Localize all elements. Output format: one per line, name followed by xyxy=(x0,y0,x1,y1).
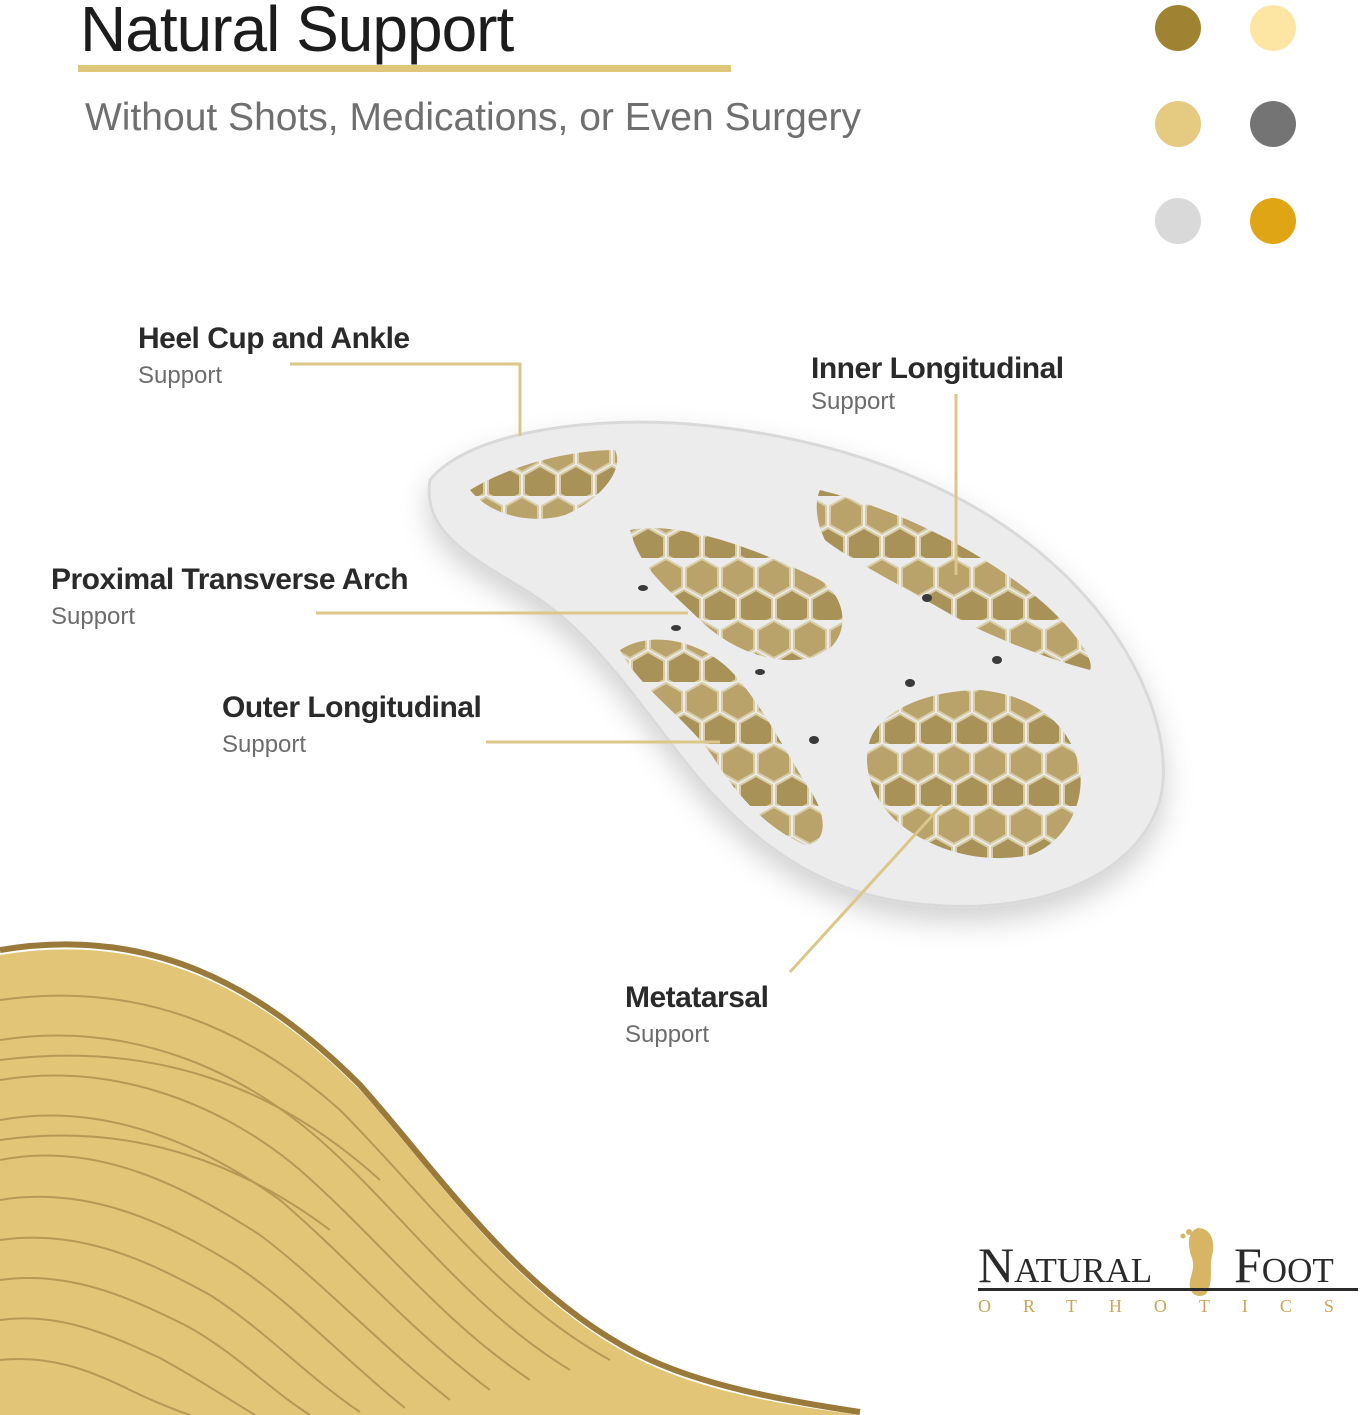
logo-divider xyxy=(978,1288,1358,1291)
callout-title: Metatarsal xyxy=(625,981,769,1014)
foot-icon xyxy=(1180,1228,1214,1296)
callout-heel-cup: Heel Cup and Ankle Support xyxy=(138,322,410,390)
logo-word-natural: Natural xyxy=(978,1237,1153,1293)
callout-subtitle: Support xyxy=(625,1021,710,1048)
callout-title: Outer Longitudinal xyxy=(222,691,482,724)
callout-subtitle: Support xyxy=(51,603,136,630)
callout-metatarsal: Metatarsal Support xyxy=(625,981,769,1049)
swatch-light-gray[interactable] xyxy=(1155,198,1201,244)
brand-logo[interactable]: Natural Foot ORTHOTICS xyxy=(978,1228,1360,1326)
callout-subtitle: Support xyxy=(138,362,223,389)
logo-word-foot: Foot xyxy=(1234,1237,1334,1293)
swatch-pale-cream[interactable] xyxy=(1250,5,1296,51)
swatch-sand[interactable] xyxy=(1155,101,1201,147)
logo-orthotics: ORTHOTICS xyxy=(978,1296,1360,1316)
callout-subtitle: Support xyxy=(811,388,896,415)
swatch-charcoal[interactable] xyxy=(1250,101,1296,147)
callout-title: Inner Longitudinal xyxy=(811,352,1064,385)
callout-title: Heel Cup and Ankle xyxy=(138,322,410,355)
callout-proximal-transverse-arch: Proximal Transverse Arch Support xyxy=(51,563,409,631)
callout-subtitle: Support xyxy=(222,731,307,758)
swatch-bronze[interactable] xyxy=(1155,5,1201,51)
swatch-gold[interactable] xyxy=(1250,198,1296,244)
callout-inner-longitudinal: Inner Longitudinal Support xyxy=(811,352,1064,416)
title-underline xyxy=(78,65,731,72)
page-subtitle: Without Shots, Medications, or Even Surg… xyxy=(85,96,862,139)
callout-title: Proximal Transverse Arch xyxy=(51,563,409,596)
callout-outer-longitudinal: Outer Longitudinal Support xyxy=(222,691,482,759)
page-title: Natural Support xyxy=(80,0,514,65)
